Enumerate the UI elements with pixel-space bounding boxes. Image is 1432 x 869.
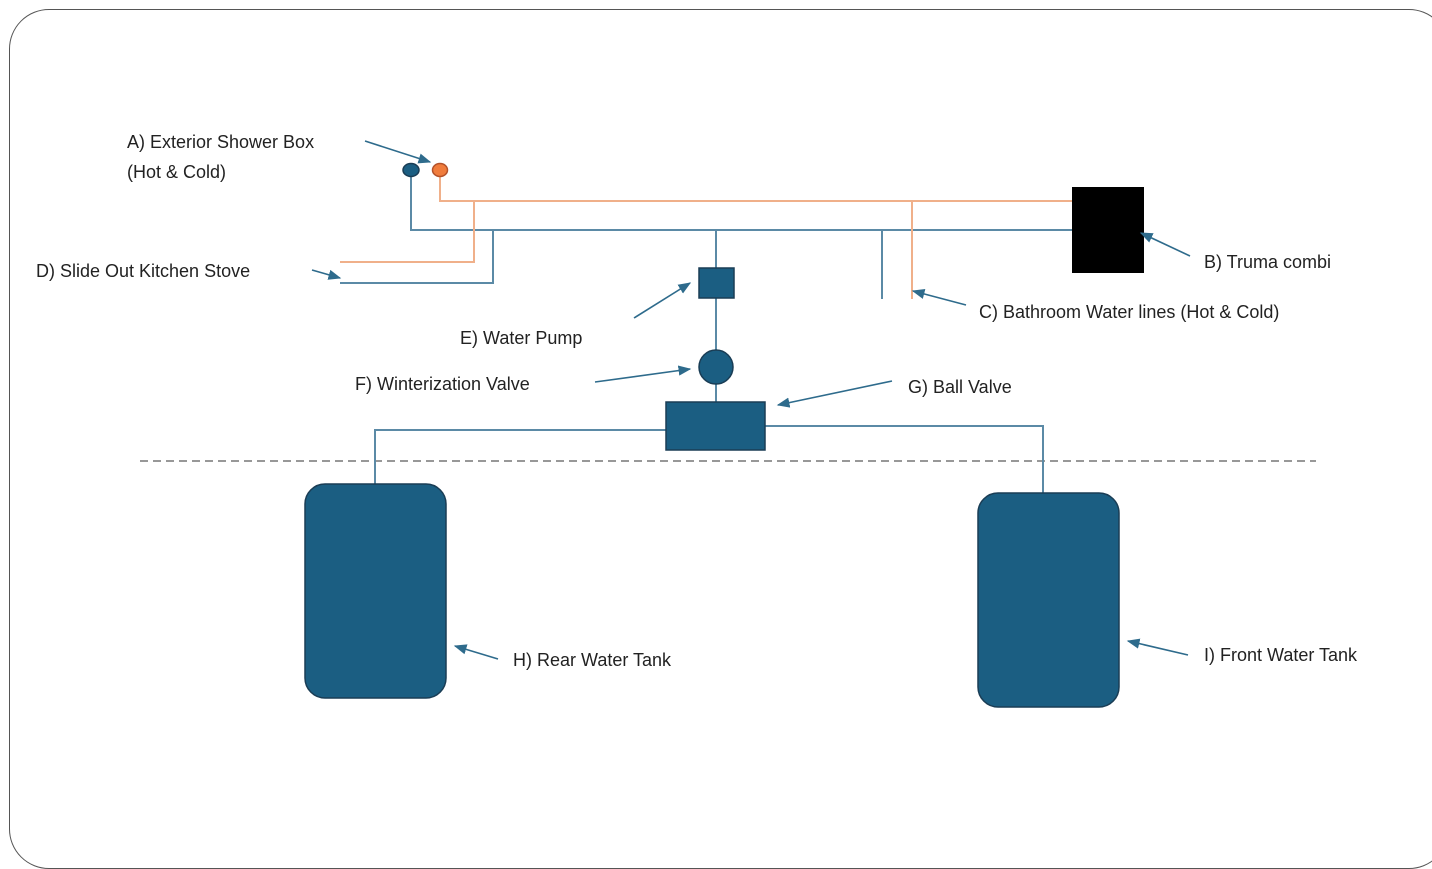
label-b: B) Truma combi: [1204, 252, 1331, 272]
cold-main-line: [410, 176, 1072, 231]
arrow-h: [453, 644, 499, 660]
cold-outlet: [402, 162, 420, 178]
winterization-valve: [698, 349, 734, 385]
hot-kitchen-line: [340, 201, 475, 263]
cold-kitchen-line: [340, 230, 494, 284]
label-a-line2: (Hot & Cold): [127, 162, 226, 182]
hot-main-line: [439, 176, 1072, 202]
rear-tank-line: [374, 429, 666, 484]
arrow-g: [776, 380, 893, 408]
label-e: E) Water Pump: [460, 328, 582, 348]
arrow-e: [633, 282, 692, 319]
ball-valve: [665, 401, 766, 451]
arrow-c: [911, 288, 967, 306]
plumbing-diagram: A) Exterior Shower Box (Hot & Cold) B) T…: [36, 132, 1358, 708]
label-d: D) Slide Out Kitchen Stove: [36, 261, 250, 281]
rear-water-tank: [304, 483, 447, 699]
label-a-line1: A) Exterior Shower Box: [127, 132, 314, 152]
label-g: G) Ball Valve: [908, 377, 1012, 397]
arrow-f: [594, 365, 692, 383]
front-water-tank: [977, 492, 1120, 708]
front-tank-line: [765, 425, 1044, 493]
label-h: H) Rear Water Tank: [513, 650, 672, 670]
arrow-b: [1139, 232, 1191, 257]
arrow-i: [1126, 638, 1189, 656]
hot-outlet: [431, 162, 449, 178]
truma-combi-heater: [1072, 187, 1144, 273]
arrow-d: [311, 269, 342, 280]
water-pump: [698, 267, 735, 299]
arrow-a: [364, 140, 432, 164]
label-f: F) Winterization Valve: [355, 374, 530, 394]
label-i: I) Front Water Tank: [1204, 645, 1358, 665]
label-c: C) Bathroom Water lines (Hot & Cold): [979, 302, 1279, 322]
